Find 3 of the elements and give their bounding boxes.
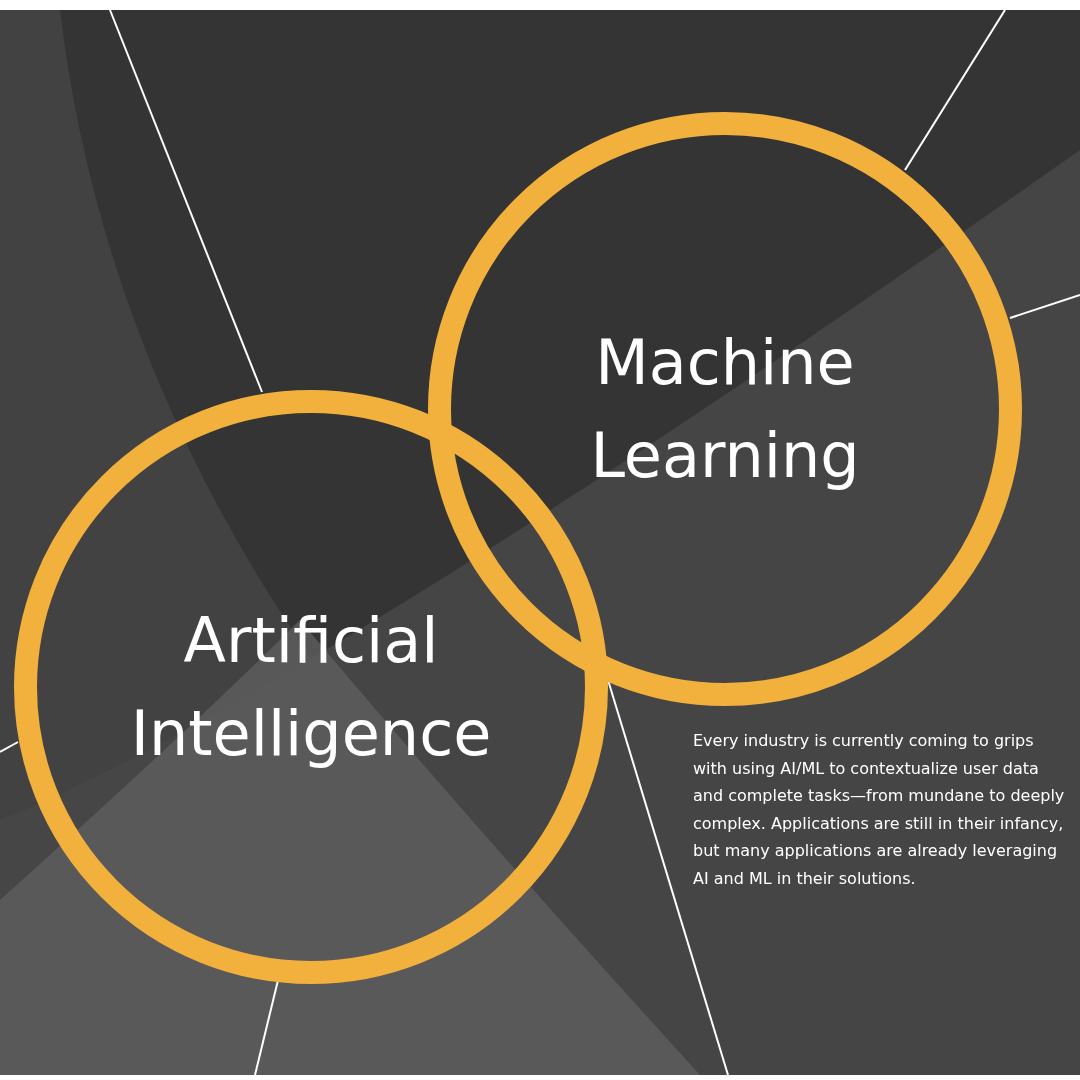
description-paragraph: Every industry is currently coming to grips with using AI/ML to contextualize user data and complete tasks—from mundane to deeply complex. Applications are still in their infancy, but many applications are already leveraging AI and ML in their solutions. <box>693 730 1066 890</box>
circle-label: Machine Learning <box>589 325 861 494</box>
circle-label: Artificial Intelligence <box>129 603 493 772</box>
